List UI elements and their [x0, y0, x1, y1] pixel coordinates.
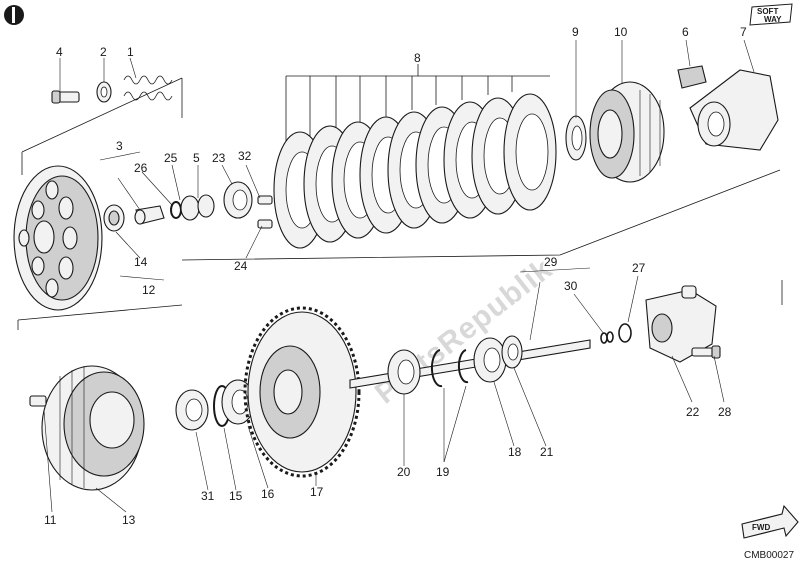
callout-11: 11 — [44, 513, 57, 527]
spring-washer-9 — [565, 115, 587, 161]
upper-frame-lines — [17, 77, 783, 330]
bearing-23 — [223, 181, 253, 219]
bolt-28 — [691, 345, 721, 359]
callout-17: 17 — [310, 485, 324, 499]
callout-7: 7 — [740, 25, 747, 39]
gear-17 — [243, 306, 361, 478]
spring-1 — [123, 75, 173, 101]
callout-28: 28 — [718, 405, 732, 419]
callout-22: 22 — [686, 405, 700, 419]
pushrod-26 — [134, 205, 165, 225]
pin-32 — [257, 195, 273, 229]
callout-9: 9 — [572, 25, 579, 39]
inner-hub-10 — [589, 81, 665, 183]
callout-4: 4 — [56, 45, 63, 59]
housing-7 — [689, 69, 779, 151]
callout-16: 16 — [261, 487, 275, 501]
callout-25: 25 — [164, 151, 178, 165]
callout-21: 21 — [540, 445, 554, 459]
callout-32: 32 — [238, 149, 252, 163]
callout-8: 8 — [414, 51, 421, 65]
corner-marker-icon — [4, 5, 24, 25]
ring-27 — [618, 323, 632, 343]
nut-5 — [180, 194, 215, 221]
callout-5: 5 — [193, 151, 200, 165]
callout-27: 27 — [632, 261, 646, 275]
leader-lines — [43, 39, 755, 513]
logo-line2: WAY — [764, 15, 782, 24]
callout-20: 20 — [397, 465, 411, 479]
pressure-plate — [13, 165, 103, 311]
bushing-31 — [175, 389, 209, 431]
callout-18: 18 — [508, 445, 522, 459]
washer-2 — [96, 81, 112, 103]
callouts: 4 2 1 3 26 25 5 23 32 14 12 24 8 9 10 6 … — [44, 25, 747, 527]
seal-21 — [501, 335, 523, 369]
callout-2: 2 — [100, 45, 107, 59]
callout-15: 15 — [229, 489, 243, 503]
callout-12: 12 — [142, 283, 156, 297]
callout-10: 10 — [614, 25, 628, 39]
callout-1: 1 — [127, 45, 134, 59]
callout-29: 29 — [544, 255, 558, 269]
callout-14: 14 — [134, 255, 148, 269]
callout-13: 13 — [122, 513, 136, 527]
clutch-disc-pack — [273, 93, 557, 249]
clutch-drum — [29, 365, 145, 491]
callout-30: 30 — [564, 279, 578, 293]
o-rings-30 — [600, 331, 614, 344]
cam-6 — [677, 65, 707, 89]
fwd-label: FWD — [752, 523, 770, 532]
callout-3: 3 — [116, 139, 123, 153]
drawing-code: CMB00027 — [744, 550, 794, 561]
callout-23: 23 — [212, 151, 226, 165]
bearing-18 — [473, 337, 507, 383]
circlip-19 — [430, 349, 469, 388]
callout-24: 24 — [234, 259, 248, 273]
ring-25 — [170, 201, 182, 219]
bracket-8 — [285, 64, 550, 150]
slave-cylinder-22 — [645, 285, 717, 363]
callout-31: 31 — [201, 489, 215, 503]
bolt-4 — [51, 90, 80, 104]
logo-line1: SOFT — [757, 7, 778, 16]
callout-19: 19 — [436, 465, 450, 479]
softway-logo: SOFT WAY — [749, 3, 793, 26]
callout-26: 26 — [134, 161, 148, 175]
bearing-14 — [103, 204, 125, 232]
callout-6: 6 — [682, 25, 689, 39]
bearing-20 — [387, 349, 421, 395]
fwd-arrow-icon: FWD — [741, 504, 799, 539]
